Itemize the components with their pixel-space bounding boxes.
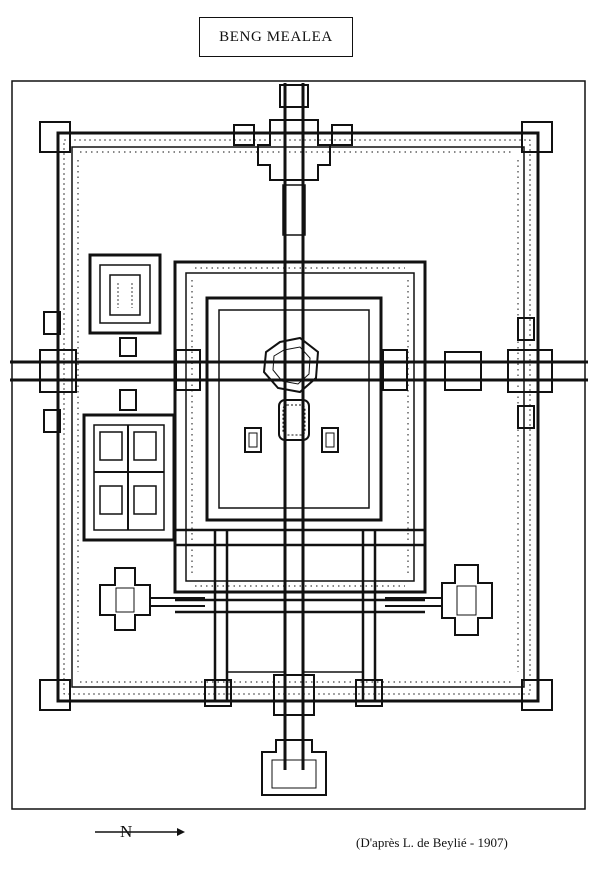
central-axes: [10, 83, 588, 770]
inner-gallery: [205, 296, 383, 522]
central-sanctuary: [262, 336, 320, 441]
northwest-courtyard: [88, 253, 162, 335]
outer-gallery: [56, 131, 540, 703]
inner-basins: [244, 427, 339, 453]
frame-outline: [11, 80, 586, 810]
north-arrow-icon: [95, 828, 185, 836]
corner-pavilions: [39, 121, 553, 716]
west-library: [99, 567, 205, 631]
north-entrance: [257, 84, 331, 236]
title-box: BENG MEALEA: [199, 17, 353, 57]
colonnade-dots: [77, 151, 519, 683]
east-library: [385, 564, 493, 636]
source-caption: (D'après L. de Beylié - 1907): [356, 835, 508, 850]
plan-title: BENG MEALEA: [219, 28, 333, 45]
north-arrow: N: [93, 822, 188, 846]
southwest-courtyard: [82, 413, 176, 542]
cruciform-galleries: [175, 528, 425, 700]
south-entrance: [261, 739, 327, 796]
middle-gallery: [173, 260, 427, 594]
north-label: N: [120, 822, 133, 841]
